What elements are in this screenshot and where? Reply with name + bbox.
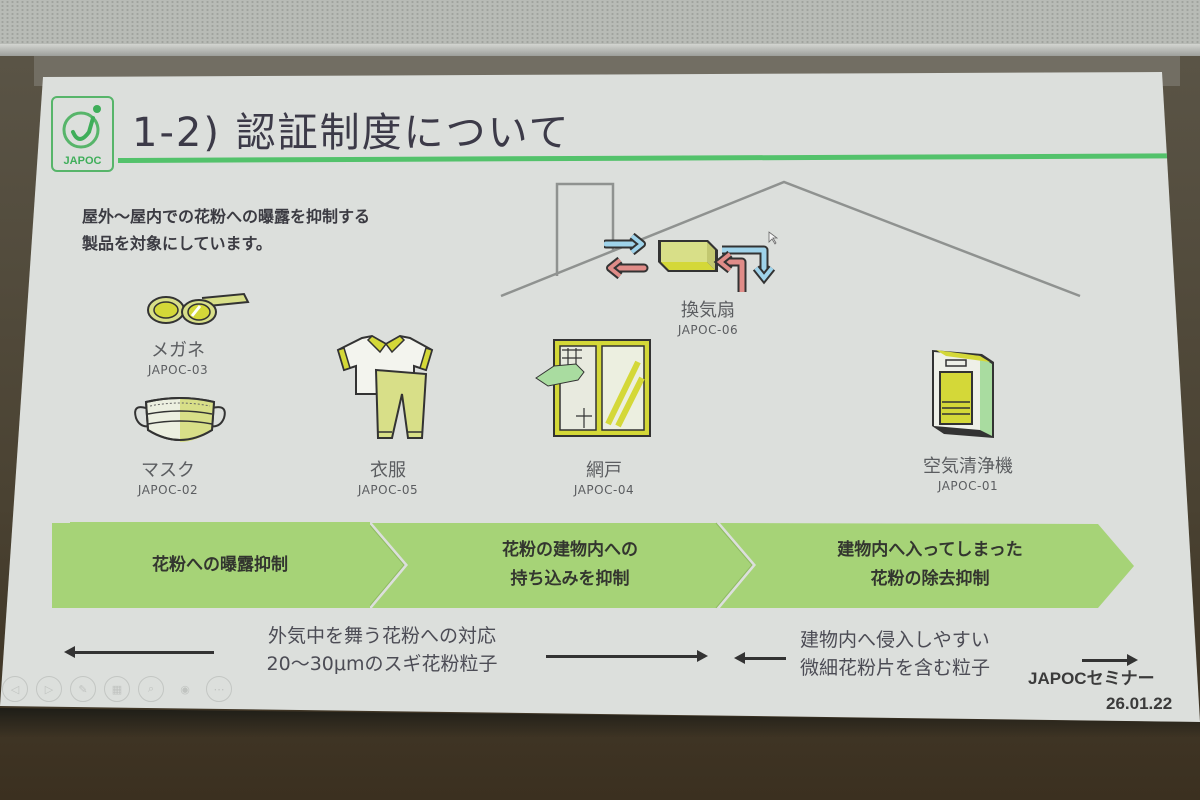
- ceiling: [0, 0, 1200, 52]
- product-window-screen: 網戸 JAPOC-04: [552, 460, 656, 498]
- product-name: 空気清浄機: [923, 456, 1013, 477]
- flow-step-line: 花粉への曝露抑制: [152, 554, 288, 575]
- slides-grid-button[interactable]: ▦: [104, 676, 130, 702]
- mask-icon: [134, 397, 226, 442]
- slide-title: 1-2) 認証制度について: [132, 110, 571, 156]
- range-line: 外気中を舞う花粉への対応: [267, 625, 496, 647]
- product-clothing: 衣服 JAPOC-05: [336, 460, 440, 498]
- japoc-logo: JAPOC: [51, 96, 114, 172]
- product-code: JAPOC-05: [357, 483, 419, 497]
- flow-step-line: 花粉の建物内への: [502, 540, 638, 560]
- footer-brand: JAPOCセミナー: [1028, 669, 1155, 688]
- left-arrow-icon: [734, 652, 786, 664]
- intro-text: 屋外～屋内での花粉への曝露を抑制する 製品を対象にしています。: [82, 203, 370, 257]
- intro-line: 屋外～屋内での花粉への曝露を抑制する: [82, 207, 371, 226]
- product-name: メガネ: [151, 340, 205, 361]
- product-name: 網戸: [586, 460, 622, 481]
- product-name: マスク: [141, 460, 195, 481]
- footer-date: 26.01.22: [1106, 694, 1173, 713]
- range-indoor: 建物内へ侵入しやすい 微細花粉片を含む粒子: [800, 626, 1060, 682]
- product-code: JAPOC-06: [677, 323, 739, 337]
- ventilation-fan-icon: [604, 232, 776, 292]
- product-air-purifier: 空気清浄機 JAPOC-01: [898, 456, 1038, 494]
- flow-step-removal: 建物内へ入ってしまった 花粉の除去抑制: [760, 522, 1100, 608]
- product-code: JAPOC-02: [137, 483, 199, 497]
- range-line: 建物内へ侵入しやすい: [800, 629, 990, 651]
- range-line: 20～30μmのスギ花粉粒子: [266, 653, 498, 675]
- product-mask: マスク JAPOC-02: [118, 460, 218, 498]
- japoc-logo-icon: [62, 105, 101, 149]
- next-button[interactable]: ▷: [36, 676, 62, 702]
- left-arrow-icon: [64, 646, 214, 658]
- product-name: 衣服: [370, 460, 406, 481]
- intro-line: 製品を対象にしています。: [82, 234, 272, 253]
- previous-button[interactable]: ◁: [2, 676, 28, 702]
- range-outdoor: 外気中を舞う花粉への対応 20～30μmのスギ花粉粒子: [222, 622, 542, 678]
- product-code: JAPOC-04: [573, 483, 635, 497]
- glasses-icon: [147, 292, 250, 325]
- presenter-toolbar: ◁ ▷ ✎ ▦ ⌕ ◉ ⋯: [2, 676, 232, 702]
- flow-step-intrusion: 花粉の建物内への 持ち込みを抑制: [410, 522, 730, 608]
- flow-step-line: 花粉の除去抑制: [870, 569, 990, 589]
- air-purifier-icon: [932, 350, 994, 438]
- pen-button[interactable]: ✎: [70, 676, 96, 702]
- logo-text: JAPOC: [63, 155, 102, 167]
- product-ventilation-fan: 換気扇 JAPOC-06: [660, 300, 756, 338]
- right-arrow-icon: [1082, 654, 1138, 666]
- window-screen-icon: [535, 339, 651, 437]
- flow-step-line: 建物内へ入ってしまった: [837, 540, 1023, 560]
- range-line: 微細花粉片を含む粒子: [800, 657, 991, 679]
- zoom-button[interactable]: ⌕: [138, 676, 164, 702]
- flow-step-exposure: 花粉への曝露抑制: [70, 522, 370, 608]
- screen-rail: [0, 44, 1200, 56]
- product-code: JAPOC-03: [147, 363, 209, 377]
- camera-button[interactable]: ◉: [180, 682, 190, 696]
- flow-step-line: 持ち込みを抑制: [510, 569, 630, 589]
- product-code: JAPOC-01: [937, 479, 999, 493]
- right-arrow-icon: [546, 650, 708, 662]
- more-button[interactable]: ⋯: [206, 676, 232, 702]
- product-name: 換気扇: [681, 300, 735, 321]
- mouse-cursor-icon: [768, 231, 778, 245]
- clothing-icon: [336, 334, 434, 439]
- product-glasses: メガネ JAPOC-03: [128, 340, 228, 378]
